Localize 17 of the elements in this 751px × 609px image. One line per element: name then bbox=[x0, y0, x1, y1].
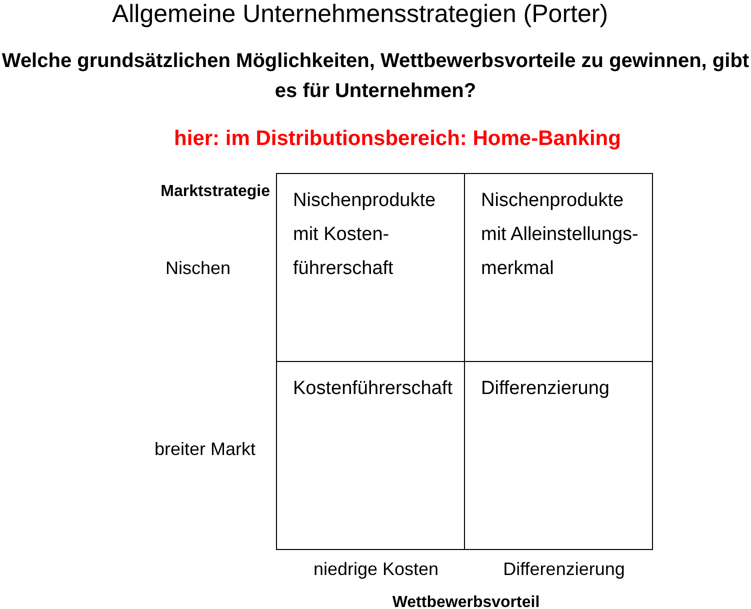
axis-title: Wettbewerbsvorteil bbox=[391, 593, 541, 609]
cell-text: Nischenprodukte mit Kosten- führerschaft bbox=[293, 189, 437, 281]
cell-text: Nischenprodukte mit Alleinstellungs- merkmal bbox=[481, 189, 640, 281]
axis-title: Marktstrategie bbox=[160, 182, 270, 202]
matrix-cell bbox=[464, 361, 653, 550]
cell-text: Kostenführerschaft bbox=[293, 377, 454, 401]
highlight-note: hier: im Distributionsbereich: Home-Banking bbox=[173, 126, 622, 152]
matrix-cell bbox=[464, 173, 653, 362]
cell-text: Differenzierung bbox=[481, 377, 611, 401]
subtitle: Welche grundsätzlichen Möglichkeiten, Wettbewerbsvorteile zu gewinnen, gibt es für Unternehmen? bbox=[0, 49, 750, 104]
row-label: Nischen bbox=[164, 257, 232, 280]
matrix-cell bbox=[276, 361, 465, 550]
matrix-cell bbox=[276, 173, 465, 362]
column-label: niedrige Kosten bbox=[312, 558, 440, 581]
row-label: breiter Markt bbox=[153, 438, 257, 461]
title: Allgemeine Unternehmensstrategien (Porter) bbox=[110, 0, 610, 30]
column-label: Differenzierung bbox=[502, 558, 626, 581]
